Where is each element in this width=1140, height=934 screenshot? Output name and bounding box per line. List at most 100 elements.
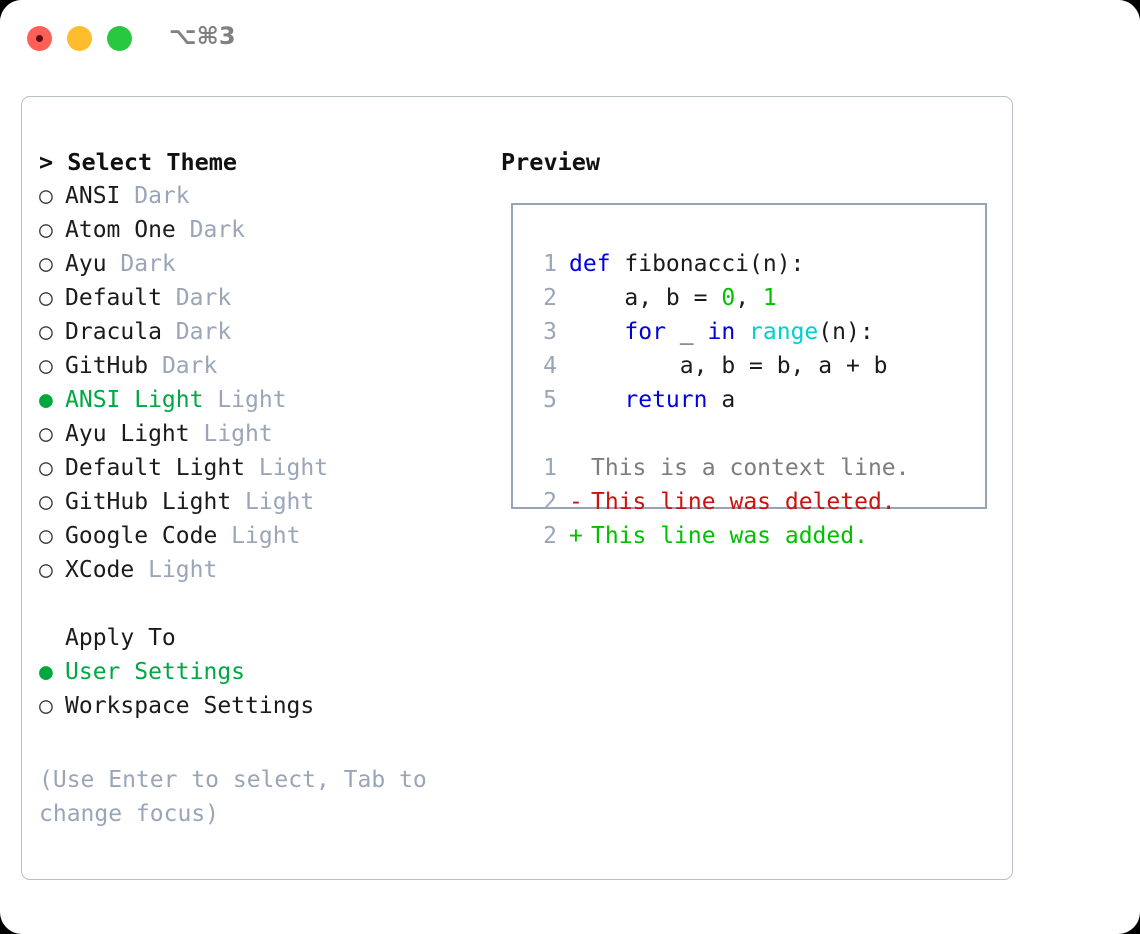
radio-unselected-icon: ○ <box>39 557 53 583</box>
code-token-plain: a <box>707 387 736 413</box>
radio-unselected-icon: ○ <box>39 251 53 277</box>
apply-to-option-label: Workspace Settings <box>65 693 315 719</box>
theme-option-variant: Dark <box>175 217 246 243</box>
code-line-number: 3 <box>543 319 557 345</box>
apply-to-heading-label: Apply To <box>65 625 176 651</box>
apply-to-option-user-settings[interactable]: ●User Settings <box>39 655 479 689</box>
code-line: 4 a, b = b, a + b <box>533 349 979 383</box>
radio-unselected-icon: ○ <box>39 183 53 209</box>
theme-option-github[interactable]: ○ GitHub Dark <box>39 349 479 383</box>
radio-unselected-icon: ○ <box>39 285 53 311</box>
theme-picker-panel: > Select Theme ○ANSI Dark○Atom One Dark○… <box>21 96 1013 880</box>
apply-to-option-list: ●User Settings○Workspace Settings <box>39 655 479 723</box>
code-line-number: 5 <box>543 387 557 413</box>
keyboard-hint-text: (Use Enter to select, Tab to change focu… <box>39 767 441 827</box>
theme-option-label: GitHub <box>65 353 149 379</box>
code-token-fn: range <box>749 319 819 345</box>
theme-option-github-light[interactable]: ○GitHub Light Light <box>39 485 479 519</box>
close-window-button[interactable] <box>27 26 52 51</box>
code-token-plain: _ <box>665 319 708 345</box>
code-token-num: 0 <box>721 285 736 311</box>
maximize-window-button[interactable] <box>107 26 132 51</box>
theme-option-default-light[interactable]: ○ Default Light Light <box>39 451 479 485</box>
code-line: 1 def fibonacci(n): <box>533 247 979 281</box>
code-token-plain: fibonacci(n): <box>610 251 805 277</box>
theme-option-variant: Light <box>245 455 329 481</box>
theme-option-variant: Dark <box>106 251 176 277</box>
list-spacer <box>39 587 479 621</box>
theme-option-ansi[interactable]: ○ ANSI Dark <box>39 179 479 213</box>
theme-option-default[interactable]: ○ Default Dark <box>39 281 479 315</box>
diff-line-deleted: 2-This line was deleted. <box>533 485 979 519</box>
code-token-kw: return <box>624 387 708 413</box>
diff-line-text: This line was added. <box>591 523 868 549</box>
theme-option-label: ANSI Light <box>65 387 204 413</box>
diff-marker <box>569 451 591 485</box>
code-diff-separator <box>533 417 979 451</box>
theme-option-variant: Dark <box>148 353 218 379</box>
code-token-plain: , <box>735 285 763 311</box>
theme-option-variant: Light <box>134 557 218 583</box>
code-token-kw: for <box>624 319 666 345</box>
radio-unselected-icon: ○ <box>39 455 53 481</box>
diff-line-number: 2 <box>543 489 557 515</box>
theme-option-ayu-light[interactable]: ○ Ayu Light Light <box>39 417 479 451</box>
theme-option-atom-one[interactable]: ○Atom One Dark <box>39 213 479 247</box>
theme-option-list: ○ANSI Dark○Atom One Dark○Ayu Dark○Defaul… <box>39 179 479 587</box>
theme-option-label: Ayu Light <box>65 421 190 447</box>
code-token-kw: in <box>707 319 736 345</box>
code-line: 2 a, b = 0, 1 <box>533 281 979 315</box>
theme-option-label: Atom One <box>65 217 176 243</box>
diff-marker: - <box>569 489 583 515</box>
diff-marker: + <box>569 523 583 549</box>
code-token-plain: (n): <box>818 319 874 345</box>
code-token-plain <box>569 387 624 413</box>
preview-heading: Preview <box>501 148 601 176</box>
theme-option-label: Default Light <box>65 455 246 481</box>
theme-option-variant: Light <box>189 421 273 447</box>
radio-unselected-icon: ○ <box>39 489 53 515</box>
theme-option-label: Dracula <box>65 319 162 345</box>
code-token-kw: def <box>569 251 611 277</box>
theme-option-variant: Light <box>231 489 315 515</box>
theme-list-column: > Select Theme ○ANSI Dark○Atom One Dark○… <box>39 145 479 723</box>
radio-unselected-icon: ○ <box>39 421 53 447</box>
diff-line-added: 2 + This line was added. <box>533 519 979 553</box>
theme-option-xcode[interactable]: ○XCode Light <box>39 553 479 587</box>
code-line-number: 1 <box>543 251 557 277</box>
diff-line-number: 1 <box>543 455 557 481</box>
keyboard-shortcut-label: ⌥⌘3 <box>169 22 236 50</box>
theme-option-label: Google Code <box>65 523 218 549</box>
theme-option-label: Default <box>65 285 162 311</box>
theme-option-variant: Dark <box>161 285 232 311</box>
radio-unselected-icon: ○ <box>39 353 53 379</box>
code-line-number: 2 <box>543 285 557 311</box>
code-line: 3 for _ in range(n): <box>533 315 979 349</box>
theme-option-ayu[interactable]: ○ Ayu Dark <box>39 247 479 281</box>
diff-sample: 1 This is a context line.2-This line was… <box>533 451 979 553</box>
theme-option-label: ANSI <box>65 183 121 209</box>
code-line-number: 4 <box>543 353 557 379</box>
diff-line-number: 2 <box>543 523 557 549</box>
title-bar: ⌥⌘3 <box>0 0 1140 80</box>
code-token-plain <box>569 319 624 345</box>
theme-option-dracula[interactable]: ○Dracula Dark <box>39 315 479 349</box>
code-token-num: 1 <box>762 285 777 311</box>
theme-option-ansi-light[interactable]: ●ANSI Light Light <box>39 383 479 417</box>
preview-column: Preview <box>501 145 981 179</box>
code-token-plain <box>735 319 749 345</box>
theme-option-variant: Dark <box>120 183 190 209</box>
minimize-window-button[interactable] <box>67 26 92 51</box>
code-token-plain: a, b = <box>569 285 722 311</box>
theme-option-label: Ayu <box>65 251 107 277</box>
diff-line-context: 1 This is a context line. <box>533 451 979 485</box>
select-theme-heading: > Select Theme <box>39 148 238 176</box>
theme-option-variant: Light <box>217 523 301 549</box>
apply-to-option-workspace-settings[interactable]: ○Workspace Settings <box>39 689 479 723</box>
theme-option-google-code[interactable]: ○Google Code Light <box>39 519 479 553</box>
theme-option-variant: Dark <box>161 319 232 345</box>
